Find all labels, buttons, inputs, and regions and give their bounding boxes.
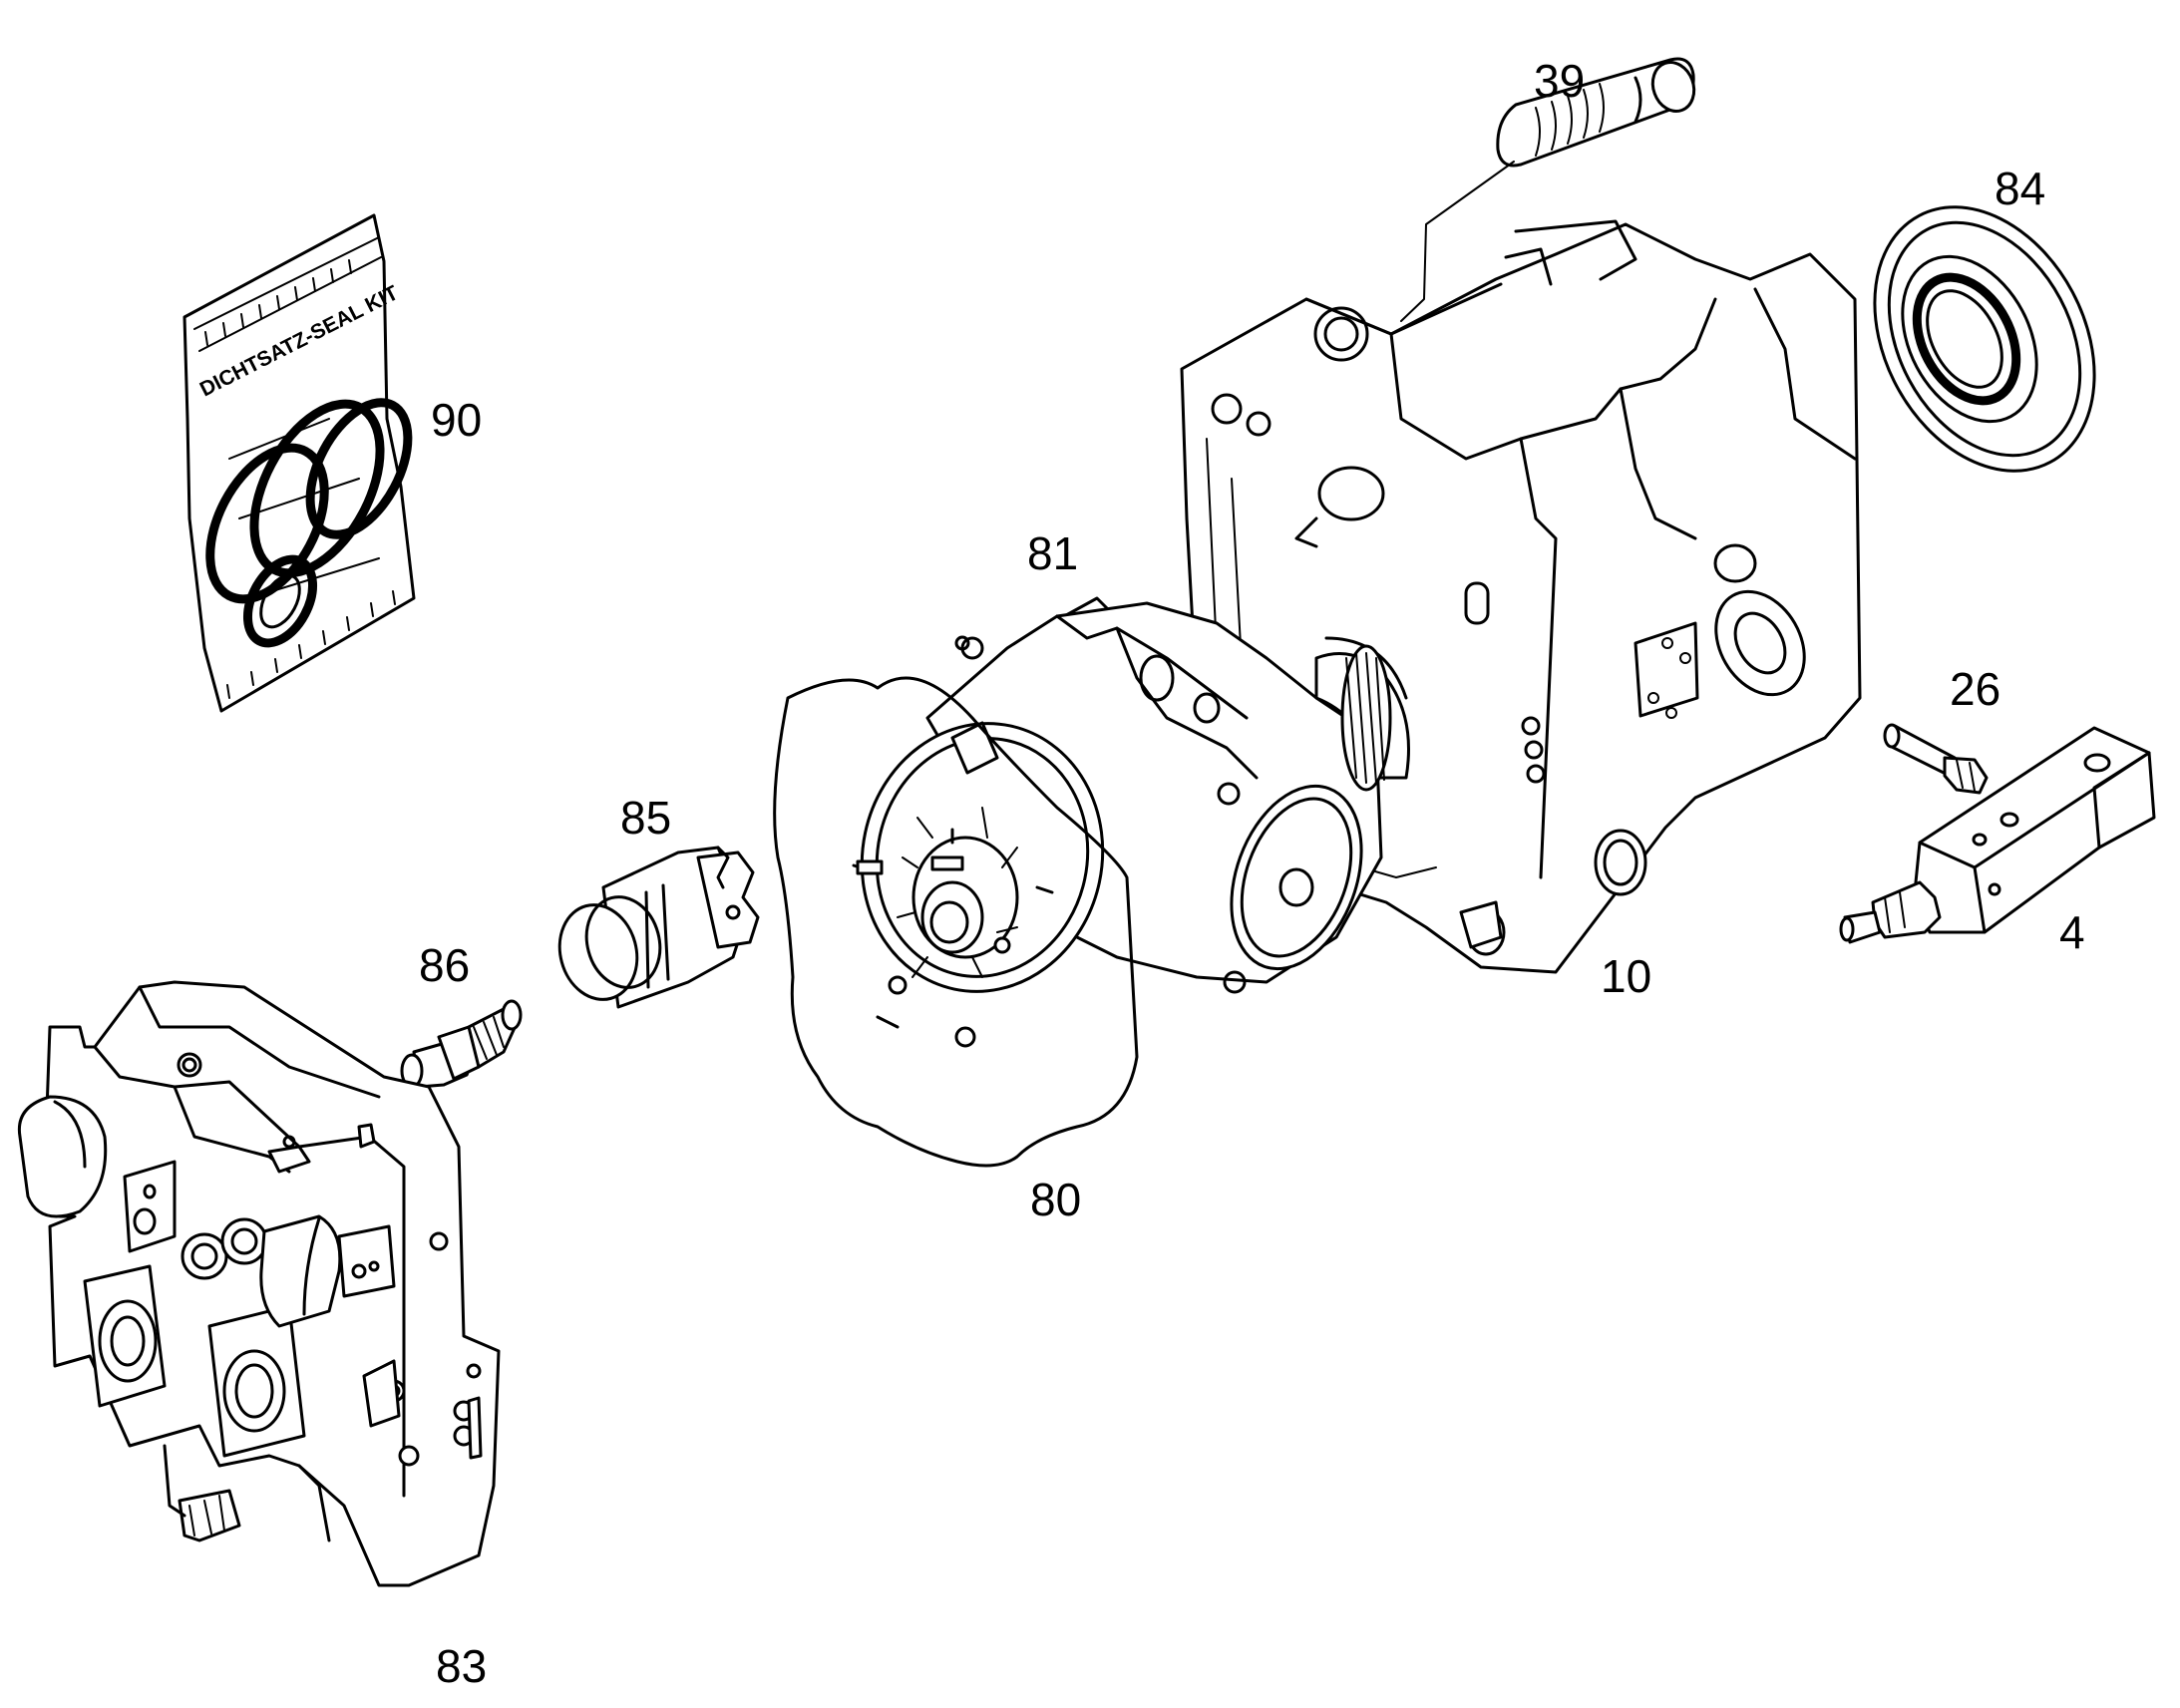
control-cover <box>17 980 501 1587</box>
label-part-86: 86 <box>419 939 471 991</box>
label-part-39: 39 <box>1534 55 1586 107</box>
shaft-seal <box>1873 205 2096 473</box>
rotating-group <box>852 596 1410 1048</box>
label-part-90: 90 <box>431 394 483 446</box>
bolt <box>1400 57 1696 322</box>
label-part-83: 83 <box>436 1640 488 1692</box>
label-part-84: 84 <box>1995 163 2046 214</box>
label-part-80: 80 <box>1030 1174 1082 1225</box>
label-part-85: 85 <box>620 792 672 844</box>
seal-kit-bag: DICHTSATZ-SEAL KIT <box>182 213 416 713</box>
fitting-86 <box>400 999 523 1089</box>
label-part-10: 10 <box>1601 950 1652 1002</box>
valve-cap <box>557 846 760 1009</box>
label-part-4: 4 <box>2059 906 2085 958</box>
screw-26 <box>1883 723 1989 795</box>
label-part-26: 26 <box>1950 663 2001 715</box>
valve-block <box>1839 726 2156 944</box>
label-part-81: 81 <box>1027 527 1079 579</box>
gasket-80 <box>773 676 1139 1168</box>
